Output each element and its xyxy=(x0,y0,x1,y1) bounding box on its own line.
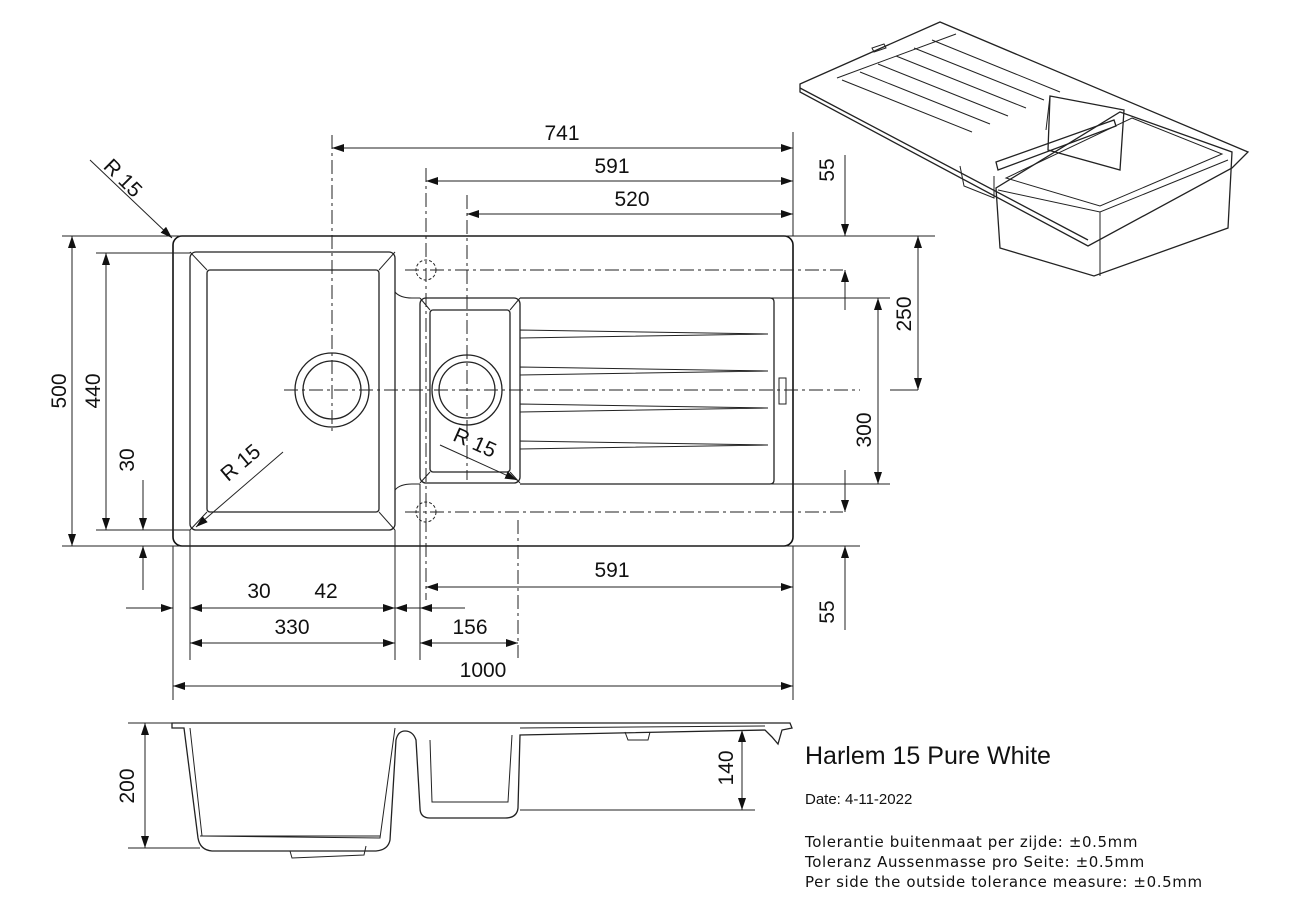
title-block: Harlem 15 Pure White Date: 4-11-2022 Tol… xyxy=(805,742,1203,892)
dim-741: 741 xyxy=(544,122,579,145)
dim-140: 140 xyxy=(715,750,738,785)
tolerance-nl: Tolerantie buitenmaat per zijde: ±0.5mm xyxy=(805,833,1139,851)
dimension-labels: 741 591 520 591 30 42 330 156 1000 500 4… xyxy=(48,122,916,804)
tolerance-de: Toleranz Aussenmasse pro Seite: ±0.5mm xyxy=(805,853,1145,871)
plan-view xyxy=(172,135,860,658)
dim-156: 156 xyxy=(452,616,487,639)
radius-bowl-left-label: R 15 xyxy=(216,440,265,486)
radius-bowl-right-label: R 15 xyxy=(450,424,500,463)
dim-591-bottom: 591 xyxy=(594,559,629,582)
second-bowl xyxy=(394,291,521,491)
radius-corner-label: R 15 xyxy=(99,155,147,203)
dim-1000: 1000 xyxy=(460,659,507,682)
dim-42: 42 xyxy=(314,580,337,603)
dim-30-bottom: 30 xyxy=(247,580,270,603)
dim-55-top: 55 xyxy=(816,158,839,181)
dim-55-bottom: 55 xyxy=(816,600,839,623)
tolerance-en: Per side the outside tolerance measure: … xyxy=(805,873,1203,891)
dim-330: 330 xyxy=(274,616,309,639)
dim-200: 200 xyxy=(116,768,139,803)
sink-outline xyxy=(172,235,794,547)
main-bowl xyxy=(189,251,396,531)
dim-250: 250 xyxy=(893,296,916,331)
dimension-lines xyxy=(62,132,935,849)
dim-500: 500 xyxy=(48,373,71,408)
side-view xyxy=(171,722,793,859)
isometric-view xyxy=(799,21,1250,277)
drainer xyxy=(519,297,787,485)
dim-440: 440 xyxy=(82,373,105,408)
drawing-date: Date: 4-11-2022 xyxy=(805,791,913,808)
product-title: Harlem 15 Pure White xyxy=(805,742,1051,770)
dim-520: 520 xyxy=(614,188,649,211)
dim-300: 300 xyxy=(853,412,876,447)
dim-591-top: 591 xyxy=(594,155,629,178)
dim-30-left: 30 xyxy=(116,448,139,471)
